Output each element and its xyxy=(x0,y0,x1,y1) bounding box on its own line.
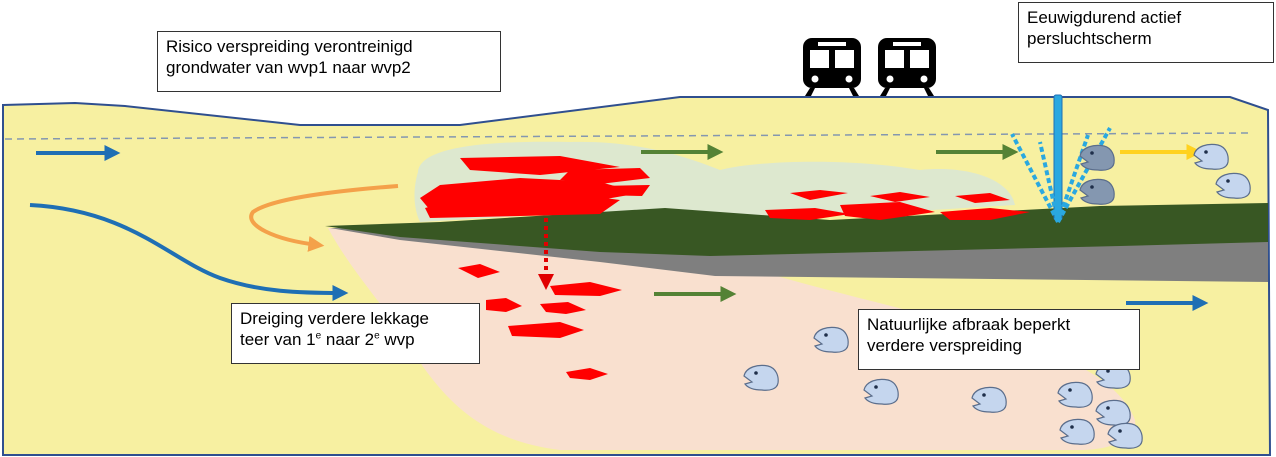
tar-contamination-upper xyxy=(420,156,1030,220)
risk-callout: Risico verspreiding verontreinigd grondw… xyxy=(157,31,501,92)
fish-head-icon xyxy=(1215,172,1251,199)
leakage-sup-2: e xyxy=(374,330,380,342)
screen-callout-line2: persluchtscherm xyxy=(1027,29,1152,48)
fish-head-icon xyxy=(743,364,779,391)
risk-callout-line2: grondwater van wvp1 naar wvp2 xyxy=(166,58,411,77)
screen-callout: Eeuwigdurend actief persluchtscherm xyxy=(1018,2,1274,63)
leakage-line2-part-c: wvp xyxy=(379,330,415,349)
risk-callout-line1: Risico verspreiding verontreinigd xyxy=(166,37,413,56)
fish-head-icon xyxy=(1059,418,1095,445)
fish-head-icon xyxy=(1057,381,1093,408)
clay-separating-layer xyxy=(325,203,1268,256)
leakage-callout-line1: Dreiging verdere lekkage xyxy=(240,309,429,328)
screen-callout-line1: Eeuwigdurend actief xyxy=(1027,8,1182,27)
fish-head-icon xyxy=(863,378,899,405)
degradation-callout: Natuurlijke afbraak beperkt verdere vers… xyxy=(858,309,1140,370)
fish-head-icon xyxy=(1095,399,1131,426)
flow-arrow-curved-blue xyxy=(29,203,349,301)
fish-head-icon xyxy=(1079,144,1115,171)
leakage-sup-1: e xyxy=(315,330,322,342)
leakage-line2-part-b: naar 2 xyxy=(321,330,375,349)
fish-head-icon xyxy=(1079,178,1115,205)
fish-head-icon xyxy=(1107,422,1143,449)
fish-head-icon xyxy=(971,386,1007,413)
leakage-line2-part-a: teer van 1 xyxy=(240,330,316,349)
train-icon xyxy=(803,38,861,96)
degradation-callout-line2: verdere verspreiding xyxy=(867,336,1022,355)
degradation-callout-line1: Natuurlijke afbraak beperkt xyxy=(867,315,1071,334)
leakage-callout-line2: teer van 1e naar 2e wvp xyxy=(240,329,471,350)
leakage-callout: Dreiging verdere lekkage teer van 1e naa… xyxy=(231,303,480,364)
air-sparging-well-icon xyxy=(1010,94,1112,223)
groundwater-table-line xyxy=(4,132,1253,140)
tar-contamination-lower xyxy=(458,264,622,380)
fish-head-icon xyxy=(813,326,849,353)
flow-arrow-orange xyxy=(249,184,399,252)
train-icon xyxy=(878,38,936,96)
lower-aquifer-plume xyxy=(328,228,1136,450)
fish-head-icon xyxy=(1193,143,1229,170)
